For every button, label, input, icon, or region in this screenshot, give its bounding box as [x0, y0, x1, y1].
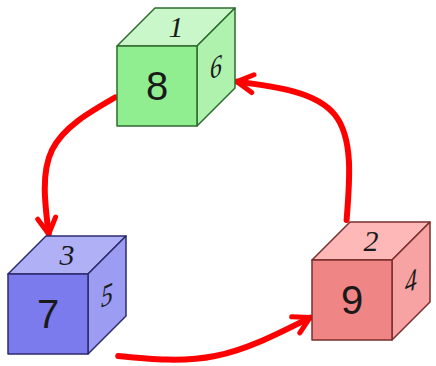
- number-cube: 37 5: [6, 234, 128, 356]
- front-face-number: 7: [37, 294, 59, 334]
- front-face-number: 9: [341, 280, 363, 320]
- cube-face: [312, 260, 392, 340]
- number-cube: 29 4: [310, 220, 432, 342]
- side-face-number: 4: [405, 263, 417, 299]
- top-face-number: 2: [364, 226, 379, 256]
- cube-face: [197, 8, 235, 126]
- cycle-arrow: [45, 98, 115, 235]
- side-face-number: 5: [101, 277, 113, 313]
- top-face-number: 3: [60, 240, 75, 270]
- cube-face: [392, 222, 430, 340]
- cube-face: [8, 274, 88, 354]
- cube-face: [117, 46, 197, 126]
- cycle-arrow: [237, 82, 349, 220]
- top-face-number: 1: [169, 12, 184, 42]
- side-face-number: 6: [210, 49, 222, 85]
- cycle-arrow: [118, 318, 310, 360]
- cube-face: [88, 236, 126, 354]
- front-face-number: 8: [146, 66, 168, 106]
- number-cube: 18 6: [115, 6, 237, 128]
